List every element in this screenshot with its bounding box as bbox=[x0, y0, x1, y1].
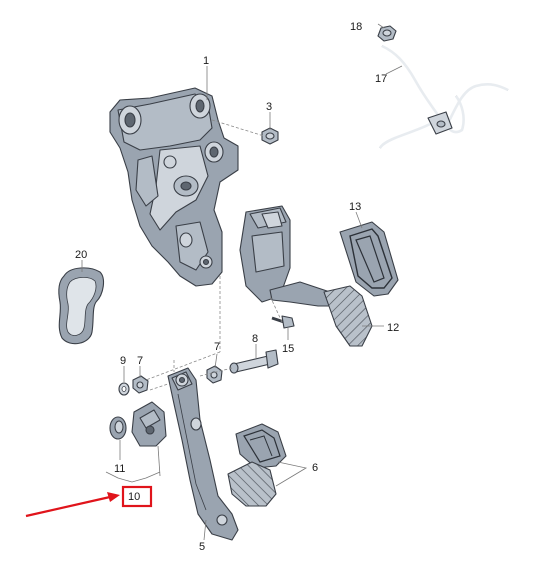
label-part-8: 8 bbox=[252, 333, 258, 345]
pedal-bracket-part-1 bbox=[109, 87, 239, 287]
nut-part-7-right bbox=[206, 365, 223, 384]
label-part-6: 6 bbox=[312, 462, 318, 474]
label-part-3: 3 bbox=[266, 101, 272, 113]
label-part-11: 11 bbox=[114, 463, 125, 475]
nut-part-7-left bbox=[132, 375, 149, 394]
screw-part-15 bbox=[271, 315, 295, 329]
label-part-9: 9 bbox=[120, 355, 126, 367]
label-part-17: 17 bbox=[375, 73, 387, 85]
highlight-callout bbox=[25, 485, 153, 518]
nut-part-3 bbox=[261, 127, 279, 145]
gasket-part-20 bbox=[58, 267, 105, 345]
label-part-15: 15 bbox=[282, 343, 294, 355]
brake-pedal-arm-part-5 bbox=[167, 367, 239, 541]
label-part-20: 20 bbox=[75, 249, 87, 261]
cap-part-11 bbox=[109, 416, 127, 440]
bolt-part-8 bbox=[229, 349, 279, 374]
bush-part-10 bbox=[131, 401, 167, 447]
highlight-box bbox=[121, 485, 153, 508]
callout-labels: 1 3 18 17 20 13 12 15 8 7 7 9 11 6 5 10 bbox=[75, 21, 399, 553]
leader-lines bbox=[81, 23, 403, 541]
label-part-12: 12 bbox=[387, 322, 399, 334]
pedal-pad-part-13 bbox=[339, 221, 399, 297]
label-part-10: 10 bbox=[128, 491, 140, 503]
label-part-7-right: 7 bbox=[214, 341, 220, 353]
accelerator-pedal-module-part-12 bbox=[239, 205, 373, 347]
label-part-7-left: 7 bbox=[137, 355, 143, 367]
label-part-18: 18 bbox=[350, 21, 362, 33]
washer-part-9 bbox=[118, 382, 130, 396]
brake-line-part-17 bbox=[378, 44, 509, 149]
label-part-13: 13 bbox=[349, 201, 361, 213]
highlight-arrow-head bbox=[107, 492, 120, 502]
pedal-pads-part-6 bbox=[227, 423, 287, 507]
label-part-1: 1 bbox=[203, 55, 209, 67]
label-part-5: 5 bbox=[199, 541, 205, 553]
nut-part-18 bbox=[377, 25, 397, 42]
highlight-arrow bbox=[25, 495, 111, 518]
